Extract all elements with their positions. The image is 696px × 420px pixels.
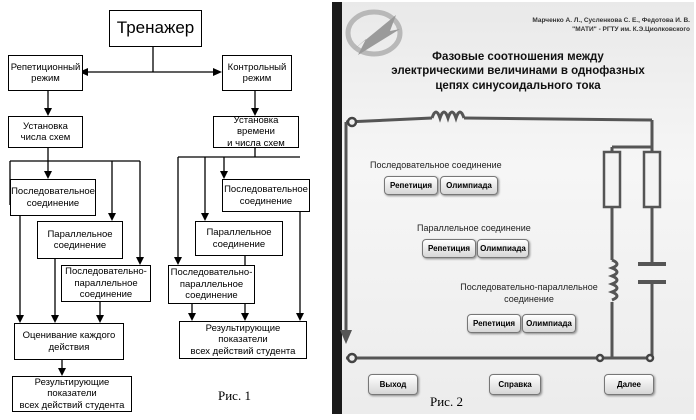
left-frame-strip [332,2,342,414]
section-mixed-label: Последовательно-параллельное соединение [460,282,598,305]
exit-button[interactable]: Выход [368,374,418,395]
figure-1-caption: Рис. 1 [218,388,251,403]
parallel-label-right: Параллельное соединение [206,227,272,250]
mixed-label-right: Последовательно- параллельное соединение [170,267,253,302]
serial-label-right: Последовательное соединение [224,184,308,207]
control-mode-label: Контрольный режим [227,61,287,84]
result-box-left: Результирующие показатели всех действий … [12,376,132,412]
figure-2-caption: Рис. 2 [430,394,463,409]
set-count-box: Установка числа схем [8,116,83,148]
mixed-box-left: Последовательно- параллельное соединение [61,265,151,302]
rehearsal-mode-label: Репетиционный режим [10,61,81,84]
parallel-box-left: Параллельное соединение [37,221,123,259]
evaluate-box: Оценивание каждого действия [14,323,124,360]
serial-label-left: Последовательное соединение [11,186,95,209]
mixed-olympiad-button[interactable]: Олимпиада [522,314,576,333]
flowchart-connectors [9,47,304,376]
authors-institution: "МАТИ" - РГТУ им. К.Э.Циолковского [572,26,690,34]
parallel-rehearsal-button[interactable]: Репетиция [422,239,476,258]
rehearsal-mode-box: Репетиционный режим [8,55,83,91]
circuit-diagram [340,110,666,364]
mixed-label-left: Последовательно- параллельное соединение [65,266,147,301]
parallel-box-right: Параллельное соединение [195,221,283,256]
serial-rehearsal-button[interactable]: Репетиция [384,176,438,195]
down-arrow-icon [340,330,352,344]
app-title: Фазовые соотношения между электрическими… [391,51,645,92]
next-button[interactable]: Далее [604,374,654,395]
result-label-left: Результирующие показатели всех действий … [19,376,125,411]
help-button[interactable]: Справка [489,374,541,395]
trainer-box: Тренажер [109,10,202,47]
set-time-box: Установка времени и числа схем [213,114,299,149]
result-box-right: Результирующие показатели всех действий … [179,321,307,359]
authors-block: Марченко А. Л., Сусленкова С. Е., Федото… [482,16,690,34]
serial-box-right: Последовательное соединение [222,179,310,212]
serial-olympiad-button[interactable]: Олимпиада [440,176,498,195]
mixed-rehearsal-button[interactable]: Репетиция [467,314,521,333]
authors-names: Марченко А. Л., Сусленкова С. Е., Федото… [532,17,690,24]
parallel-olympiad-button[interactable]: Олимпиада [477,239,529,258]
section-serial-label: Последовательное соединение [370,160,502,170]
control-mode-box: Контрольный режим [222,55,292,91]
section-parallel-label: Параллельное соединение [417,223,531,233]
evaluate-label: Оценивание каждого действия [22,330,116,353]
app-screenshot: Марченко А. Л., Сусленкова С. Е., Федото… [332,2,694,414]
trainer-label: Тренажер [116,18,195,38]
mixed-box-right: Последовательно- параллельное соединение [168,265,255,304]
serial-box-left: Последовательное соединение [10,179,96,216]
university-logo [345,9,403,57]
set-time-label: Установка времени и числа схем [227,114,285,149]
result-label-right: Результирующие показатели всех действий … [190,322,296,357]
parallel-label-left: Параллельное соединение [47,228,113,251]
set-count-label: Установка числа схем [20,120,71,143]
